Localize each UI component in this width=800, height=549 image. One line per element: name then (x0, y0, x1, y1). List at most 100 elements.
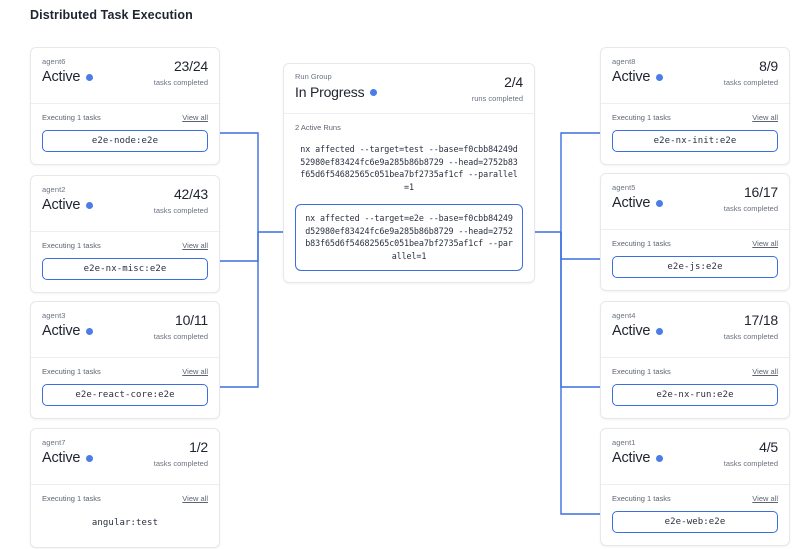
view-all-link[interactable]: View all (752, 113, 778, 122)
task-chip[interactable]: e2e-web:e2e (612, 511, 778, 533)
view-all-link[interactable]: View all (182, 494, 208, 503)
tasks-count: 23/24 (173, 58, 208, 74)
tasks-count: 16/17 (743, 184, 778, 200)
agent-card-body: Executing 1 tasks View all e2e-node:e2e (31, 104, 219, 164)
status-dot-icon (86, 328, 94, 335)
agent-card-header: agent7 Active 1/2 tasks completed (31, 429, 219, 485)
agent-counts: 1/2 tasks completed (154, 438, 208, 469)
run-group-card[interactable]: Run Group In Progress 2/4 runs completed… (283, 63, 535, 283)
agent-name: agent4 (612, 311, 636, 320)
agent-card-body: Executing 1 tasks View all e2e-nx-init:e… (601, 104, 789, 164)
agent-body-top: Executing 1 tasks View all (612, 367, 778, 376)
agent-body-top: Executing 1 tasks View all (42, 494, 208, 503)
run-command-highlighted[interactable]: nx affected --target=e2e --base=f0cbb842… (295, 204, 523, 271)
agent-status-row: Active (42, 449, 208, 468)
agent-status-text: Active (612, 69, 651, 85)
run-group-counts: 2/4 runs completed (472, 73, 523, 104)
tasks-count-label: tasks completed (723, 78, 778, 87)
tasks-count: 42/43 (173, 186, 208, 202)
agent-status-row: Active (42, 68, 208, 87)
task-chip[interactable]: angular:test (42, 511, 208, 535)
tasks-count-label: tasks completed (153, 206, 208, 215)
agent-card-agent6[interactable]: agent6 Active 23/24 tasks completed Exec… (30, 47, 220, 165)
agent-name: agent7 (42, 438, 66, 447)
agent-status-text: Active (42, 323, 81, 339)
agent-body-top: Executing 1 tasks View all (612, 239, 778, 248)
tasks-count: 17/18 (743, 312, 778, 328)
tasks-count-label: tasks completed (723, 204, 778, 213)
view-all-link[interactable]: View all (752, 239, 778, 248)
agent-card-agent1[interactable]: agent1 Active 4/5 tasks completed Execut… (600, 428, 790, 546)
agent-card-body: Executing 1 tasks View all e2e-web:e2e (601, 485, 789, 545)
agent-body-top: Executing 1 tasks View all (612, 113, 778, 122)
tasks-count: 1/2 (189, 439, 208, 455)
view-all-link[interactable]: View all (182, 113, 208, 122)
tasks-count: 4/5 (759, 439, 778, 455)
tasks-count-label: tasks completed (153, 332, 208, 341)
agent-status-text: Active (42, 197, 81, 213)
agent-name: agent3 (42, 311, 66, 320)
agent-status-row: Active (612, 322, 778, 341)
agent-card-header: agent8 Active 8/9 tasks completed (601, 48, 789, 104)
executing-label: Executing 1 tasks (42, 241, 101, 250)
agent-card-body: Executing 1 tasks View all angular:test (31, 485, 219, 547)
agent-card-header: agent4 Active 17/18 tasks completed (601, 302, 789, 358)
agent-name: agent6 (42, 57, 66, 66)
agent-name: agent5 (612, 183, 636, 192)
agent-card-body: Executing 1 tasks View all e2e-nx-run:e2… (601, 358, 789, 418)
executing-label: Executing 1 tasks (42, 494, 101, 503)
agent-status-row: Active (612, 194, 778, 213)
view-all-link[interactable]: View all (752, 494, 778, 503)
agent-counts: 23/24 tasks completed (154, 57, 208, 88)
executing-label: Executing 1 tasks (612, 113, 671, 122)
runs-count-label: runs completed (471, 94, 523, 103)
run-group-header: Run Group In Progress 2/4 runs completed (284, 64, 534, 114)
tasks-count: 8/9 (759, 58, 778, 74)
view-all-link[interactable]: View all (182, 241, 208, 250)
agent-card-agent7[interactable]: agent7 Active 1/2 tasks completed Execut… (30, 428, 220, 548)
tasks-count-label: tasks completed (723, 459, 778, 468)
status-dot-icon (86, 74, 94, 81)
agent-card-agent8[interactable]: agent8 Active 8/9 tasks completed Execut… (600, 47, 790, 165)
agent-body-top: Executing 1 tasks View all (42, 367, 208, 376)
executing-label: Executing 1 tasks (612, 367, 671, 376)
agent-card-header: agent2 Active 42/43 tasks completed (31, 176, 219, 232)
agent-card-agent4[interactable]: agent4 Active 17/18 tasks completed Exec… (600, 301, 790, 419)
task-chip[interactable]: e2e-js:e2e (612, 256, 778, 278)
task-chip[interactable]: e2e-react-core:e2e (42, 384, 208, 406)
agent-counts: 10/11 tasks completed (154, 311, 208, 342)
status-dot-icon (370, 89, 378, 96)
agent-status-text: Active (612, 323, 651, 339)
agent-card-header: agent1 Active 4/5 tasks completed (601, 429, 789, 485)
agent-card-header: agent5 Active 16/17 tasks completed (601, 174, 789, 230)
agent-card-header: agent3 Active 10/11 tasks completed (31, 302, 219, 358)
agent-status-text: Active (612, 195, 651, 211)
status-dot-icon (656, 200, 664, 207)
run-group-status-text: In Progress (295, 84, 365, 100)
agent-card-agent2[interactable]: agent2 Active 42/43 tasks completed Exec… (30, 175, 220, 293)
run-command[interactable]: nx affected --target=test --base=f0cbb84… (300, 144, 518, 192)
task-chip[interactable]: e2e-nx-init:e2e (612, 130, 778, 152)
status-dot-icon (656, 455, 664, 462)
agent-counts: 8/9 tasks completed (724, 57, 778, 88)
task-chip[interactable]: e2e-node:e2e (42, 130, 208, 152)
task-chip[interactable]: e2e-nx-run:e2e (612, 384, 778, 406)
agent-card-header: agent6 Active 23/24 tasks completed (31, 48, 219, 104)
agent-card-body: Executing 1 tasks View all e2e-nx-misc:e… (31, 232, 219, 292)
run-group-body: 2 Active Runs nx affected --target=test … (284, 114, 534, 282)
agent-counts: 42/43 tasks completed (154, 185, 208, 216)
task-chip[interactable]: e2e-nx-misc:e2e (42, 258, 208, 280)
agent-card-agent3[interactable]: agent3 Active 10/11 tasks completed Exec… (30, 301, 220, 419)
agent-card-body: Executing 1 tasks View all e2e-js:e2e (601, 230, 789, 290)
tasks-count-label: tasks completed (723, 332, 778, 341)
agent-name: agent8 (612, 57, 636, 66)
agent-status-row: Active (612, 449, 778, 468)
view-all-link[interactable]: View all (182, 367, 208, 376)
agent-status-text: Active (42, 69, 81, 85)
executing-label: Executing 1 tasks (42, 367, 101, 376)
view-all-link[interactable]: View all (752, 367, 778, 376)
agent-status-row: Active (42, 196, 208, 215)
agent-card-agent5[interactable]: agent5 Active 16/17 tasks completed Exec… (600, 173, 790, 291)
tasks-count: 10/11 (175, 312, 208, 328)
